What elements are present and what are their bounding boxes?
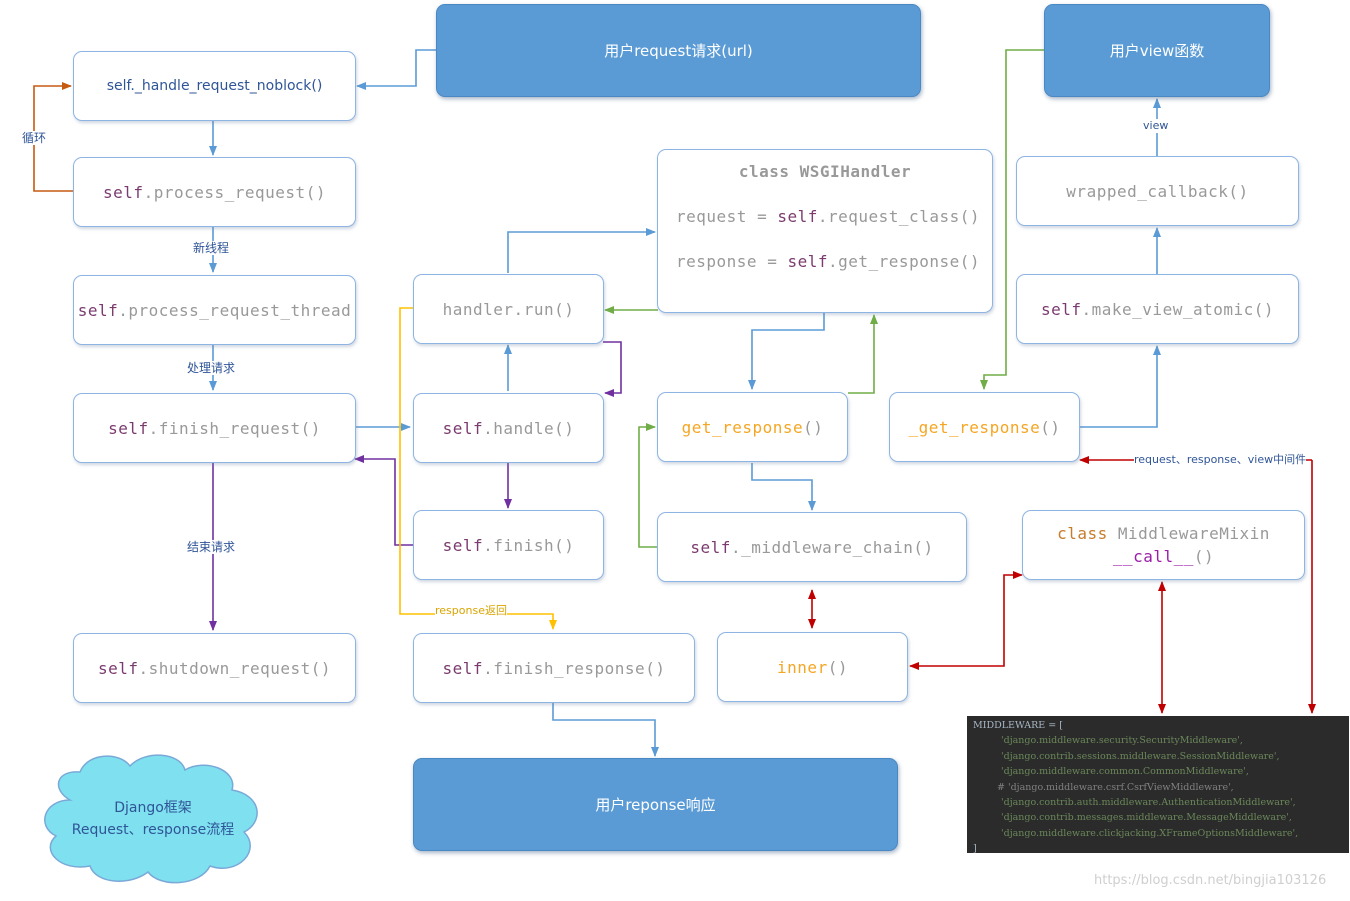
edge-get-response-to-chain (751, 463, 816, 511)
label-new-thread: 新线程 (193, 241, 230, 255)
node-finish-request: self.finish_request() (73, 393, 356, 463)
edge-run-to-handle (603, 341, 622, 397)
self-keyword: self (108, 418, 149, 438)
wsgi-handler-title: class WSGIHandler (738, 162, 912, 181)
label-response-return: response返回 (435, 604, 507, 618)
node-process-request-label: .process_request() (143, 182, 326, 202)
self-keyword: self (442, 535, 484, 555)
edge-mixin-to-inner (909, 571, 1023, 670)
code-line: 'django.middleware.clickjacking.XFrameOp… (1001, 827, 1299, 839)
edge-finish-response-to-user (552, 703, 659, 757)
code-line: 'django.contrib.auth.middleware.Authenti… (1001, 797, 1296, 809)
node-finish: self.finish() (413, 510, 604, 580)
code-line: 'django.contrib.sessions.middleware.Sess… (1001, 750, 1280, 762)
code-line: 'django.contrib.messages.middleware.Mess… (1001, 812, 1292, 824)
edge-chain-to-get-response (638, 423, 657, 548)
code-close-line: ] (973, 843, 977, 853)
class-keyword: class (1057, 524, 1108, 543)
node-middleware-chain-label: ._middleware_chain() (730, 537, 934, 557)
node-private-get-response: _get_response() (889, 392, 1080, 462)
node-make-view-atomic-label: .make_view_atomic() (1081, 299, 1275, 319)
node-make-view-atomic: self.make_view_atomic() (1016, 274, 1299, 344)
node-wrapped-callback-label: wrapped_callback() (1066, 181, 1249, 201)
middleware-code-block: MIDDLEWARE = [ 'django.middleware.securi… (967, 716, 1349, 853)
cloud-line-2: Request、response流程 (71, 822, 235, 838)
code-line: # 'django.middleware.csrf.CsrfViewMiddle… (997, 781, 1234, 793)
node-wsgi-handler: class WSGIHandler request = self.request… (657, 149, 993, 313)
node-middleware-mixin: class MiddlewareMixin __call__() (1022, 510, 1305, 580)
self-keyword: self (1040, 299, 1082, 319)
label-view: view (1143, 119, 1169, 133)
code-line: 'django.middleware.common.CommonMiddlewa… (1001, 766, 1249, 778)
node-handler-run-label: handler.run() (442, 299, 575, 319)
node-handler-run: handler.run() (413, 274, 604, 344)
node-process-request: self.process_request() (73, 157, 356, 227)
edge-view-to-private-get-response (980, 49, 1045, 390)
node-finish-request-label: .finish_request() (148, 418, 321, 438)
cloud-label: Django框架 Request、response流程 (48, 797, 258, 841)
edge-get-response-to-wsgi (848, 314, 878, 394)
edge-finish-to-finish-request (354, 455, 413, 546)
cloud-line-1: Django框架 (114, 800, 192, 816)
node-get-response: get_response() (657, 392, 848, 462)
watermark: https://blog.csdn.net/bingjia103126 (1094, 873, 1327, 888)
node-shutdown-request: self.shutdown_request() (73, 633, 356, 703)
user-request-box: 用户request请求(url) (436, 4, 921, 97)
node-handle-request-noblock: self._handle_request_noblock() (73, 51, 356, 121)
edge-response-return (399, 307, 557, 630)
self-keyword: self (103, 182, 144, 202)
user-view-box: 用户view函数 (1044, 4, 1270, 97)
node-inner: inner() (717, 632, 908, 702)
call-method-label: __call__ (1112, 547, 1194, 566)
code-line: 'django.middleware.security.SecurityMidd… (1001, 735, 1243, 747)
edge-run-to-wsgi (507, 228, 656, 273)
self-keyword: self (77, 300, 119, 320)
edge-wsgi-to-get-response (748, 313, 825, 390)
edge-private-get-response-to-atomic (1080, 345, 1161, 428)
label-loop: 循环 (22, 131, 47, 145)
label-end-request: 结束请求 (187, 540, 236, 554)
label-middleware-note: request、response、view中间件 (1134, 453, 1307, 467)
node-get-response-label: get_response (681, 417, 804, 437)
node-private-get-response-label: _get_response (908, 417, 1041, 437)
node-handle: self.handle() (413, 393, 604, 463)
node-process-request-thread-label: .process_request_thread (118, 300, 352, 320)
node-handle-request-noblock-label: self._handle_request_noblock() (106, 78, 323, 94)
wsgi-handler-line-request: request = self.request_class() (676, 207, 980, 226)
edge-request-to-noblock (356, 49, 436, 90)
user-response-box: 用户reponse响应 (413, 758, 898, 851)
self-keyword: self (442, 418, 484, 438)
node-finish-response-label: .finish_response() (483, 658, 666, 678)
node-handle-label: .handle() (483, 418, 575, 438)
node-middleware-mixin-label: MiddlewareMixin (1107, 524, 1270, 543)
wsgi-handler-line-response: response = self.get_response() (676, 252, 980, 271)
self-keyword: self (690, 537, 731, 557)
node-finish-label: .finish() (483, 535, 575, 555)
node-finish-response: self.finish_response() (413, 633, 695, 703)
code-open-line: MIDDLEWARE = [ (973, 720, 1063, 731)
label-handle-request: 处理请求 (187, 361, 236, 375)
node-middleware-chain: self._middleware_chain() (657, 512, 967, 582)
node-process-request-thread: self.process_request_thread (73, 275, 356, 345)
node-wrapped-callback: wrapped_callback() (1016, 156, 1299, 226)
self-keyword: self (442, 658, 484, 678)
node-inner-label: inner (777, 657, 828, 677)
self-keyword: self (97, 658, 139, 678)
cloud-shape (44, 754, 258, 884)
node-shutdown-request-label: .shutdown_request() (138, 658, 332, 678)
